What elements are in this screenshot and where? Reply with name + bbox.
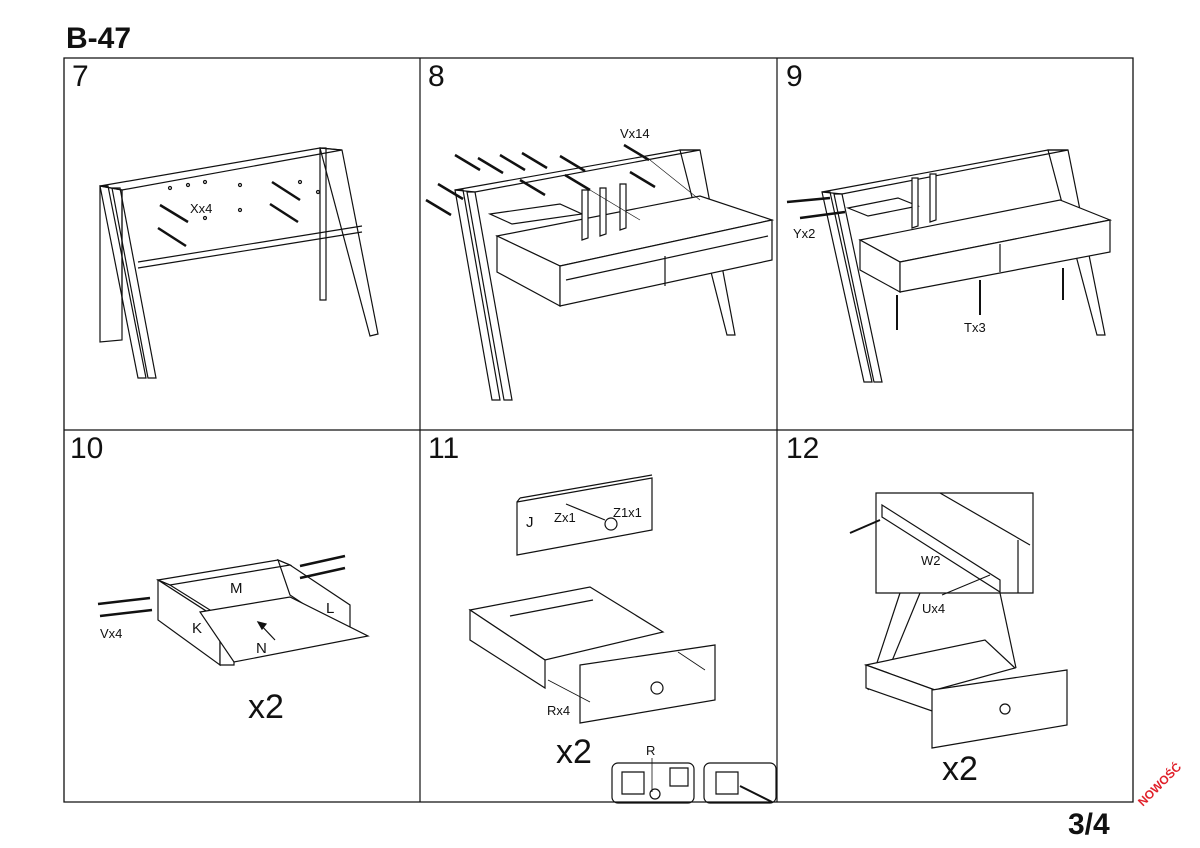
step-number: 9 bbox=[786, 60, 803, 93]
part-label: N bbox=[256, 640, 267, 657]
step-number: 7 bbox=[72, 60, 89, 93]
step-number: 11 bbox=[428, 432, 460, 465]
quantity-multiplier: x2 bbox=[556, 733, 592, 771]
part-label: L bbox=[326, 600, 335, 617]
part-label: J bbox=[526, 514, 534, 531]
step-number: 12 bbox=[786, 432, 820, 465]
step-8-drawing bbox=[426, 145, 772, 400]
part-label: R bbox=[646, 743, 656, 758]
part-label: W2 bbox=[921, 553, 941, 568]
part-label: Ux4 bbox=[922, 601, 946, 616]
part-label: Yx2 bbox=[793, 226, 816, 241]
part-label: Zx1 bbox=[554, 510, 576, 525]
quantity-multiplier: x2 bbox=[248, 688, 284, 726]
model-title: B-47 bbox=[66, 22, 132, 55]
part-label: K bbox=[192, 620, 203, 637]
step-9-drawing bbox=[787, 150, 1110, 382]
step-7-drawing bbox=[100, 148, 378, 378]
part-label: Vx14 bbox=[620, 126, 650, 141]
part-label: Tx3 bbox=[964, 320, 986, 335]
part-label: Z1x1 bbox=[613, 505, 642, 520]
step-number: 8 bbox=[428, 60, 445, 93]
step-number: 10 bbox=[70, 432, 104, 465]
step-11-drawing bbox=[470, 475, 776, 803]
step-10-drawing bbox=[98, 556, 368, 665]
part-label: M bbox=[230, 580, 243, 597]
quantity-multiplier: x2 bbox=[942, 750, 978, 788]
step-12-drawing bbox=[850, 493, 1067, 748]
part-label: Xx4 bbox=[190, 201, 213, 216]
part-label: Rx4 bbox=[547, 703, 571, 718]
page-number: 3/4 bbox=[1068, 808, 1110, 841]
part-label: Vx4 bbox=[100, 626, 123, 641]
